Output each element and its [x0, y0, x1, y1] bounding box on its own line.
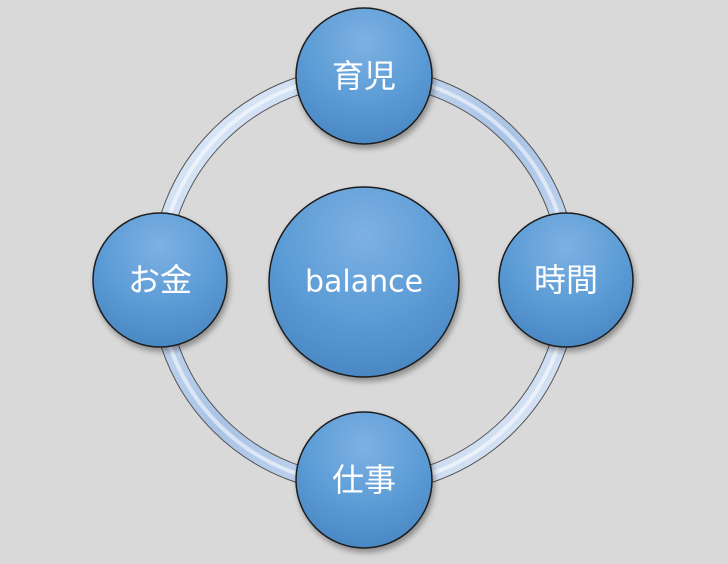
node-top-circle [295, 7, 433, 145]
center-node-circle [268, 186, 460, 378]
node-right: 時間 [498, 212, 634, 348]
node-top-label: 育児 [332, 57, 396, 95]
center-node-label: balance [305, 265, 423, 300]
node-bottom: 仕事 [295, 411, 433, 549]
node-right-circle [498, 212, 634, 348]
node-left-circle [92, 212, 228, 348]
node-left: お金 [92, 212, 228, 348]
node-bottom-circle [295, 411, 433, 549]
node-top: 育児 [295, 7, 433, 145]
node-left-label: お金 [128, 261, 192, 299]
node-right-label: 時間 [534, 261, 598, 299]
center-node: balance [268, 186, 460, 378]
node-bottom-label: 仕事 [332, 461, 396, 499]
